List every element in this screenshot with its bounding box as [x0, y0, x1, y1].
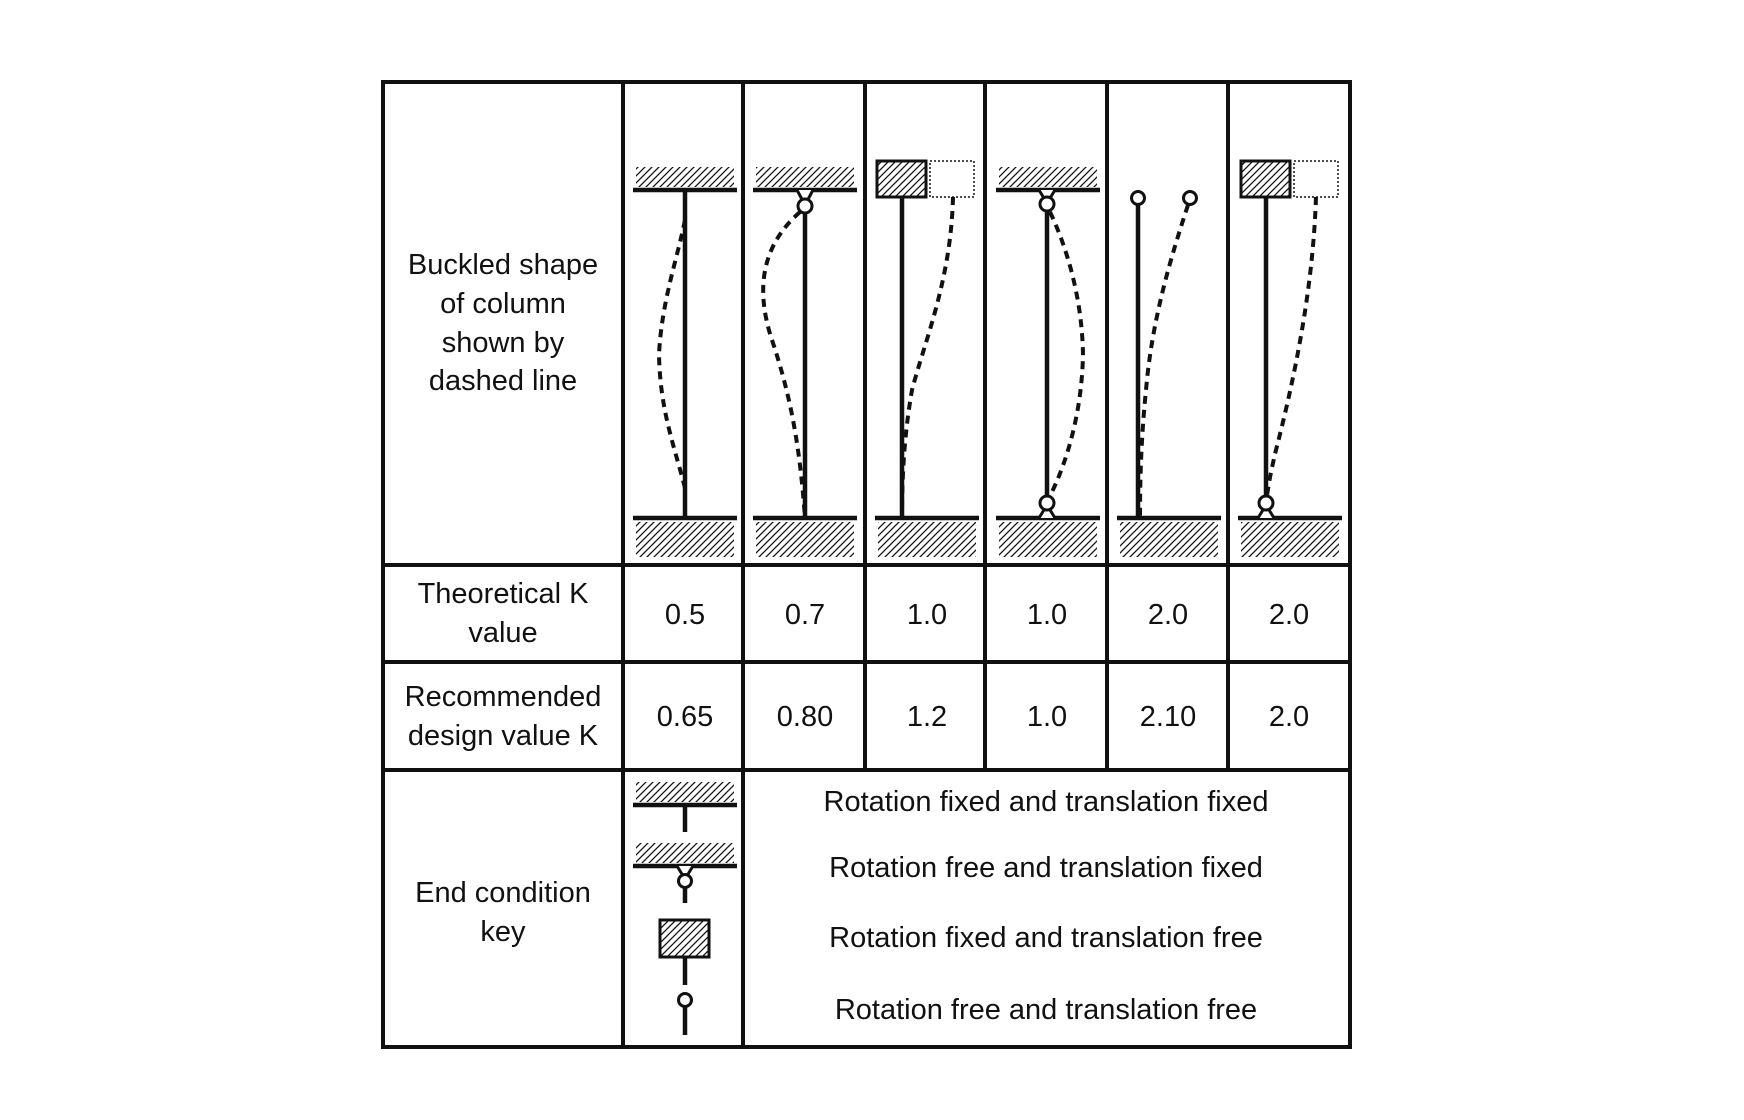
theoretical-k-value: 1.0 — [907, 599, 947, 631]
row-label-buckled: Buckled shape of column shown by dashed … — [408, 249, 598, 397]
buckled-shape — [900, 196, 955, 519]
theoretical-k-value: 0.5 — [665, 599, 705, 631]
row-label-line: Theoretical K — [418, 578, 590, 610]
key-symbol-rotation-fixed-translation-fixed — [633, 782, 737, 832]
buckled-shape — [1138, 204, 1190, 519]
recommended-k-value: 1.2 — [907, 701, 947, 733]
row-label-line: dashed line — [429, 365, 577, 397]
hatched-support-top — [756, 167, 854, 187]
hatched-support-top — [636, 167, 734, 187]
guided-block-displaced — [1293, 160, 1339, 198]
free-end-circle — [677, 992, 693, 1008]
hatched-support-top — [999, 167, 1097, 187]
hatched-support-bottom — [999, 522, 1097, 557]
recommended-k-value: 2.0 — [1269, 701, 1309, 733]
hatched-support-bottom — [1241, 522, 1339, 557]
hatched-support-bottom — [1120, 522, 1218, 557]
key-descriptions: Rotation fixed and translation fixed Rot… — [824, 786, 1269, 1026]
hatched-support-bottom — [878, 522, 976, 557]
column-pinned-pinned — [996, 167, 1100, 557]
theoretical-k-value: 2.0 — [1148, 599, 1188, 631]
theoretical-k-value: 1.0 — [1027, 599, 1067, 631]
row-label-theoretical: Theoretical K value — [418, 578, 590, 649]
row-label-key: End condition key — [415, 877, 591, 948]
guided-block — [658, 918, 711, 959]
theoretical-k-row: 0.5 0.7 1.0 1.0 2.0 2.0 — [665, 599, 1309, 631]
key-symbol-rotation-free-translation-free — [677, 992, 693, 1035]
pin-circle — [1038, 195, 1056, 213]
row-label-line: Recommended — [405, 681, 602, 713]
buckled-shape — [761, 210, 807, 519]
hatched-support — [636, 843, 734, 863]
key-description: Rotation free and translation free — [835, 994, 1257, 1026]
recommended-k-row: 0.65 0.80 1.2 1.0 2.10 2.0 — [657, 701, 1309, 733]
hatched-support — [636, 782, 734, 802]
row-label-line: key — [480, 916, 526, 948]
row-label-recommended: Recommended design value K — [405, 681, 602, 752]
hatched-support-bottom — [636, 522, 734, 557]
pin-circle — [677, 873, 693, 889]
pin-circle — [796, 197, 814, 215]
buckled-shape — [1265, 196, 1318, 497]
row-label-line: value — [468, 617, 537, 649]
recommended-k-value: 1.0 — [1027, 701, 1067, 733]
key-description: Rotation fixed and translation free — [829, 922, 1263, 954]
pin-circle — [1038, 494, 1056, 512]
row-label-line: End condition — [415, 877, 591, 909]
row-label-line: Buckled shape — [408, 249, 598, 281]
key-description: Rotation fixed and translation fixed — [824, 786, 1269, 818]
key-symbol-rotation-free-translation-fixed — [633, 843, 737, 903]
theoretical-k-value: 0.7 — [785, 599, 825, 631]
recommended-k-value: 2.10 — [1140, 701, 1196, 733]
column-guided-fixed — [875, 159, 979, 557]
buckled-shape — [656, 219, 687, 489]
row-label-line: shown by — [442, 327, 565, 359]
row-label-line: of column — [440, 288, 566, 320]
recommended-k-value: 0.65 — [657, 701, 713, 733]
key-description: Rotation free and translation fixed — [829, 852, 1263, 884]
guided-block — [875, 159, 928, 199]
column-fixed-fixed — [633, 167, 737, 557]
column-pinned-fixed — [753, 167, 857, 557]
guided-block-displaced — [929, 160, 975, 198]
guided-block — [1239, 159, 1292, 199]
row-label-line: design value K — [408, 720, 599, 752]
buckled-shape — [1048, 211, 1086, 497]
hatched-support-bottom — [756, 522, 854, 557]
free-end-circle-displaced — [1182, 190, 1198, 206]
column-free-fixed — [1117, 190, 1221, 557]
table-grid — [381, 80, 1352, 1049]
key-symbol-rotation-fixed-translation-free — [658, 918, 711, 985]
column-guided-pinned — [1238, 159, 1342, 557]
pin-circle — [1257, 494, 1275, 512]
theoretical-k-value: 2.0 — [1269, 599, 1309, 631]
recommended-k-value: 0.80 — [777, 701, 833, 733]
free-end-circle — [1130, 190, 1146, 206]
